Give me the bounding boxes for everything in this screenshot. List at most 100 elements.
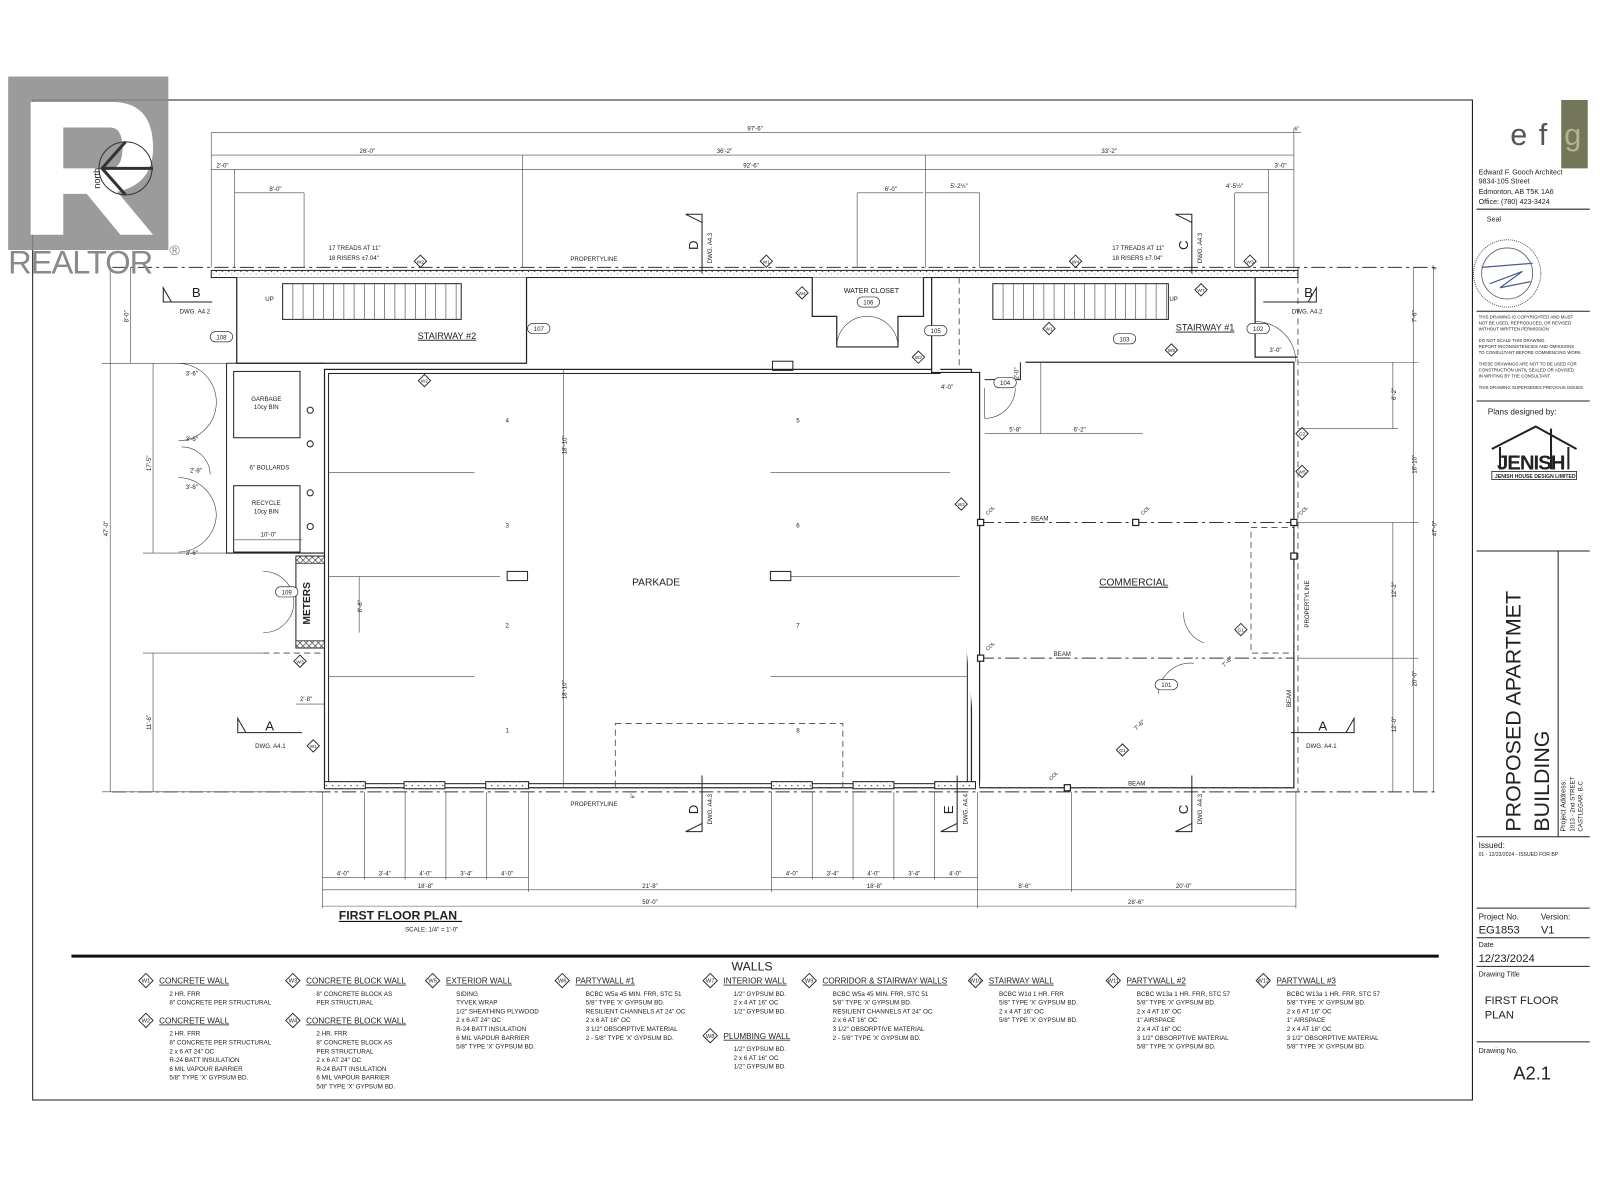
section-a-label: A (265, 719, 274, 734)
wall-tag-icon: W9 (801, 972, 817, 989)
project-title-line2: BUILDING (1530, 731, 1554, 832)
stall-number: 7 (796, 623, 800, 630)
address-line2: CASTLEGAR, B.C (1578, 780, 1585, 831)
wall-tag-label: G2 (1299, 432, 1306, 438)
address-line1: 1013 - 2nd STREET (1569, 776, 1576, 831)
wall-tag-icon: W11 (1105, 972, 1122, 989)
wall-tag-icon: W3 (1243, 254, 1257, 268)
legend-item-line: 1/2" SHEATHING PLYWOOD (456, 1008, 539, 1015)
note-line: THIS DRAWING SUPERSEDES PREVIOUS ISSUES. (1479, 385, 1585, 390)
column-label: COL (985, 641, 997, 653)
legend-item-line: 5/8" TYPE 'X' GYPSUM BD. (999, 1017, 1078, 1024)
wall-tag-label: W2 (421, 379, 429, 385)
legend-item-name: EXTERIOR WALL (446, 977, 512, 986)
legend-item-line: 2 x 4 AT 16" OC (1287, 1026, 1332, 1033)
dimension: 18'-8" (867, 883, 883, 890)
dimension: 20'-0" (1176, 883, 1192, 890)
garage-openings (323, 781, 977, 790)
note-line: WITHOUT WRITTEN PERMISSION (1479, 327, 1549, 332)
dimension: 2'-0" (216, 162, 228, 169)
stair-note: 18 RISERS ±7.04" (1112, 255, 1162, 262)
corridor-walls (931, 277, 981, 788)
room-number: 103 (1119, 336, 1130, 343)
legend-item-line: 5/8" TYPE 'X' GYPSUM BD. (169, 1075, 248, 1082)
legend-item-name: PLUMBING WALL (723, 1032, 790, 1041)
legend-item-line: PER STRUCTURAL (316, 1000, 374, 1007)
dimension: 28'-6" (1128, 899, 1144, 906)
water-closet-walls (811, 277, 925, 348)
legend-item-line: 2 HR. FRR (316, 1031, 347, 1038)
legend-item-line: BCBC W13a 1 HR. FRR, STC 57 (1287, 991, 1381, 998)
note-line: TO CONSULTANT BEFORE COMMENCING WORK. (1479, 350, 1582, 355)
wall-tag-label: W9 (805, 979, 814, 985)
drawing-title-line2: PLAN (1485, 1009, 1514, 1021)
dimension: 6'-2" (1391, 388, 1398, 400)
dimension: 11'-6" (146, 715, 153, 730)
wall-tag-label: W1 (1045, 327, 1053, 333)
bin-label: GARBAGE (251, 396, 281, 403)
column-label: COL (1298, 505, 1310, 517)
project-title-line1: PROPOSED APARTMET (1501, 591, 1525, 832)
wall-top (210, 269, 1299, 279)
legend-item-name: PARTYWALL #3 (1277, 977, 1337, 986)
parking-stall-lines (328, 360, 968, 789)
wall-tag-icon: W1 (306, 739, 321, 753)
wall-tag-icon: W7 (1194, 283, 1208, 297)
stair-note: 17 TREADS AT 11" (329, 245, 381, 252)
section-ref: DWG. A4.1 (255, 743, 286, 750)
legend-item-line: 5/8" TYPE 'X' GYPSUM BD. (586, 1000, 665, 1007)
wall-tag-label: W3 (296, 659, 304, 665)
wall-tag-icon: W7 (702, 972, 718, 989)
wall-tag-label: W8 (706, 1034, 715, 1040)
wall-tag-label: W10 (970, 979, 982, 985)
legend-item-line: 5/8" TYPE 'X' GYPSUM BD. (833, 1000, 912, 1007)
sheet-frame (32, 99, 1473, 1101)
realtor-watermark: north REALTOR ® (8, 76, 180, 280)
dimension: 8'-0" (124, 310, 131, 322)
legend-item-line: BCBC W5a 45 MIN. FRR, STC 51 (833, 991, 929, 998)
room-label-water-closet: WATER CLOSET (844, 287, 900, 295)
legend-item-name: CONCRETE BLOCK WALL (306, 1016, 406, 1025)
section-ref: DWG. A4.4 (962, 793, 969, 824)
wall-tag-icon: W1 (1042, 321, 1056, 336)
legend-item-line: 5/8" TYPE 'X' GYPSUM BD. (999, 1000, 1078, 1007)
issued-label: Issued: (1479, 841, 1505, 850)
stair-note: 18 RISERS ±7.04" (329, 255, 379, 262)
room-number: 104 (1000, 380, 1011, 387)
legend-item-line: SIDING (456, 991, 478, 998)
section-c-label: C (1176, 804, 1191, 814)
legend-item-line: 1/2" GYPSUM BD. (734, 1064, 787, 1071)
wall-tag-icon: W10 (967, 972, 984, 989)
legend-item-line: 2 x 6 AT 24" OC (456, 1017, 501, 1024)
stair-treads (292, 283, 457, 320)
wall-tag-label: W2 (142, 1018, 151, 1024)
wall-tag-label: G1 (1238, 628, 1245, 634)
bin-label: 10cy BIN (254, 508, 279, 515)
section-ref: DWG. A4.3 (707, 793, 714, 824)
legend-item-line: 1/2" GYPSUM BD. (734, 1046, 787, 1053)
note-line: THESE DRAWINGS ARE NOT TO BE USED FOR (1479, 361, 1577, 366)
wall-tag-label: W4 (289, 1018, 298, 1024)
note-line: THIS DRAWING IS COPYRIGHTED AND MUST (1479, 314, 1574, 319)
firm-phone: Office: (780) 423-3424 (1479, 198, 1550, 206)
column-label: COL (1048, 770, 1060, 782)
dimension: 3'-0" (1269, 347, 1281, 354)
dimension: 6'-2" (1074, 427, 1086, 434)
wall-tag-icon: W4 (285, 1012, 301, 1029)
dimension: 26'-0" (360, 148, 376, 155)
legend-item-name: CORRIDOR & STAIRWAY WALLS (822, 977, 947, 986)
legend-heading: WALLS (732, 959, 773, 973)
dimension: 2'-0" (1013, 367, 1020, 379)
legend-item-line: 3 1/2" OBSORPTIVE MATERIAL (1287, 1035, 1379, 1042)
dimension: 47'-0" (1432, 521, 1439, 537)
date-label: Date (1479, 941, 1494, 949)
section-ref: DWG. A4.1 (1306, 743, 1337, 750)
bin-doors (178, 362, 217, 553)
designer-logo-text: JENISH (1497, 452, 1565, 474)
plan-title: FIRST FLOOR PLAN (339, 908, 457, 922)
wall-tag-label: W3 (1246, 259, 1254, 265)
stall-number: 3 (505, 523, 509, 530)
legend-item-line: BCBC W1d 1 HR. FRR (999, 991, 1064, 998)
wall-tag-icon: W2 (138, 1012, 154, 1029)
wall-tag-icon: W2 (911, 350, 926, 364)
